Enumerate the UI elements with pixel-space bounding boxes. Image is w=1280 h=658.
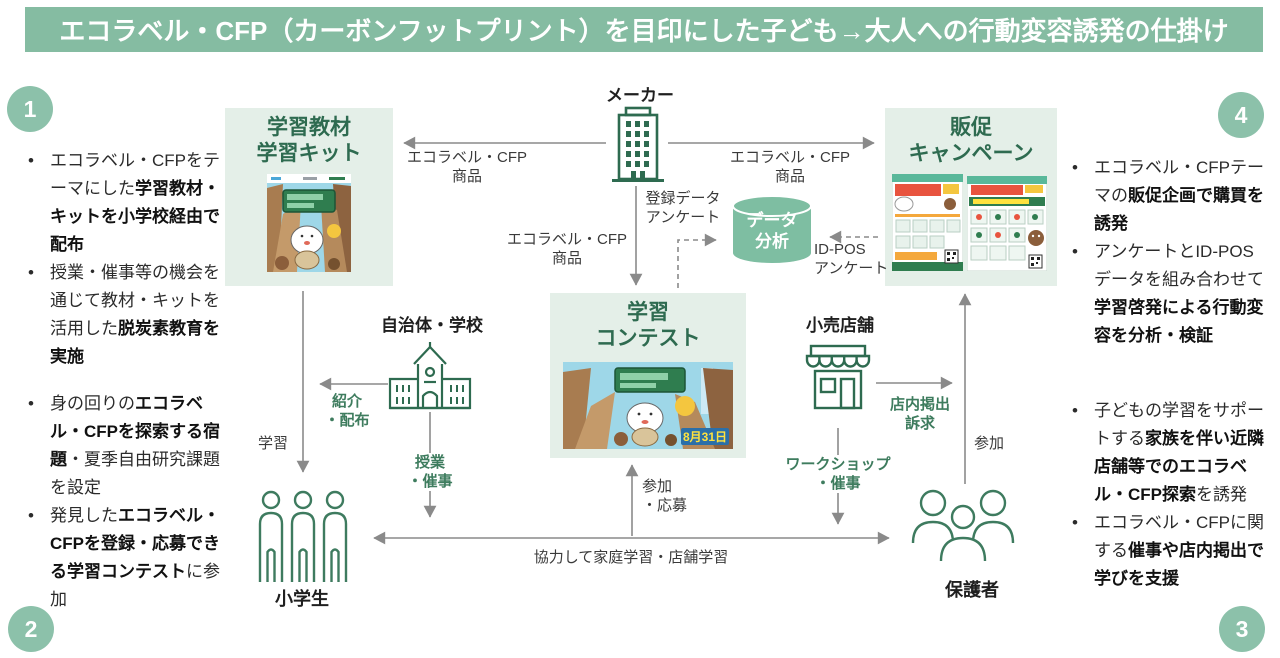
store-label: 小売店舗 [806,316,874,335]
edge-label-register: 登録データ アンケート [645,190,721,226]
note-item: • 授業・催事等の機会を通じて教材・キットを活用した脱炭素教育を実施 [28,259,220,371]
guardians-label: 保護者 [945,580,999,600]
three-children-icon [258,490,348,582]
bullet-dot: • [1072,242,1078,261]
students-label: 小学生 [275,589,329,609]
edge-label-class-events: 授業 ・催事 [398,453,462,491]
data-analysis-label: データ 分析 [746,211,798,251]
edge-label-product-left: エコラベル・CFP 商品 [406,149,527,185]
note-block-1: • エコラベル・CFPをテーマにした学習教材・キットを小学校経由で配布 • 授業… [28,147,220,371]
note-text: アンケートとID-POSデータを組み合わせて学習啓発による行動変容を分析・検証 [1094,242,1264,345]
note-text: エコラベル・CFPテーマの販促企画で購買を誘発 [1094,158,1264,233]
promo-campaign-box: 販促 キャンペーン [885,108,1057,286]
note-text: 子どもの学習をサポートする家族を伴い近隣店舗等でのエコラベル・CFP探索を誘発 [1094,401,1264,504]
bullet-dot: • [1072,513,1078,532]
materials-kit-title: 学習教材 学習キット [256,116,362,165]
step-badge-3: 3 [1219,606,1265,652]
note-block-2: • 身の回りのエコラベル・CFPを探索する宿題・夏季自由研究課題を設定 • 発見… [28,390,220,614]
edge-label-learning: 学習 [257,435,288,452]
learning-contest-title: 学習 コンテスト [595,301,701,350]
bullet-dot: • [28,151,34,170]
contest-deadline-date: 8月31日 [683,430,727,444]
note-text: エコラベル・CFPに関する催事や店内掲出で学びを支援 [1094,513,1264,588]
page-title: エコラベル・CFP（カーボンフットプリント）を目印にした子ども→大人への行動変容… [59,16,1229,46]
edge-label-join-apply: 参加 ・応募 [642,478,688,514]
note-item: • アンケートとID-POSデータを組み合わせて学習啓発による行動変容を分析・検… [1072,238,1270,350]
note-item: • 子どもの学習をサポートする家族を伴い近隣店舗等でのエコラベル・CFP探索を誘… [1072,397,1270,509]
edge-label-instore: 店内掲出 訴求 [889,396,950,432]
bullet-dot: • [28,394,34,413]
bullet-dot: • [28,506,34,525]
edge-label-product-center: エコラベル・CFP 商品 [506,231,627,267]
edge-label-cooperate: 協力して家庭学習・店舗学習 [533,549,729,566]
note-item: • 身の回りのエコラベル・CFPを探索する宿題・夏季自由研究課題を設定 [28,390,220,502]
bullet-dot: • [28,263,34,282]
note-item: • エコラベル・CFPに関する催事や店内掲出で学びを支援 [1072,509,1270,593]
promo-campaign-title: 販促 キャンペーン [908,116,1034,165]
edge-label-product-right: エコラベル・CFP 商品 [729,149,850,185]
school-building-icon [388,342,472,410]
note-text: 発見したエコラベル・CFPを登録・応募できる学習コンテストに参加 [50,506,220,609]
step-badge-1: 1 [7,86,53,132]
promo-flyer-right-image [967,176,1047,271]
note-item: • エコラベル・CFPをテーマにした学習教材・キットを小学校経由で配布 [28,147,220,259]
edge-label-workshop: ワークショップ ・催事 [780,455,896,493]
bullet-dot: • [1072,401,1078,420]
note-text: 身の回りのエコラベル・CFPを探索する宿題・夏季自由研究課題を設定 [50,394,220,497]
contest-banner-image: 8月31日 [563,362,733,449]
bullet-dot: • [1072,158,1078,177]
materials-kit-box: 学習教材 学習キット [225,108,393,286]
arrow-contest-to-analysis-dashed [677,233,717,288]
note-block-3: • 子どもの学習をサポートする家族を伴い近隣店舗等でのエコラベル・CFP探索を誘… [1072,397,1270,593]
note-item: • エコラベル・CFPテーマの販促企画で購買を誘発 [1072,154,1270,238]
note-block-4: • エコラベル・CFPテーマの販促企画で購買を誘発 • アンケートとID-POS… [1072,154,1270,350]
family-group-icon [911,489,1015,562]
edge-label-idpos: ID-POS アンケート [814,241,889,277]
database-cylinder-icon [732,195,812,263]
materials-booklet-image [267,174,351,272]
note-item: • 発見したエコラベル・CFPを登録・応募できる学習コンテストに参加 [28,502,220,614]
edge-label-intro: 紹介 ・配布 [324,393,370,429]
edge-label-join: 参加 [974,435,1005,452]
promo-flyer-left-image [892,174,963,271]
title-banner: エコラベル・CFP（カーボンフットプリント）を目印にした子ども→大人への行動変容… [25,7,1263,52]
storefront-icon [805,344,871,410]
note-text: 授業・催事等の機会を通じて教材・キットを活用した脱炭素教育を実施 [50,263,220,366]
maker-label: メーカー [606,86,674,105]
learning-contest-box: 学習 コンテスト 8月31日 [550,293,746,458]
step-badge-2: 2 [8,606,54,652]
office-building-icon [612,106,664,182]
note-text: エコラベル・CFPをテーマにした学習教材・キットを小学校経由で配布 [50,151,220,254]
school-label: 自治体・学校 [381,316,483,335]
step-badge-4: 4 [1218,92,1264,138]
